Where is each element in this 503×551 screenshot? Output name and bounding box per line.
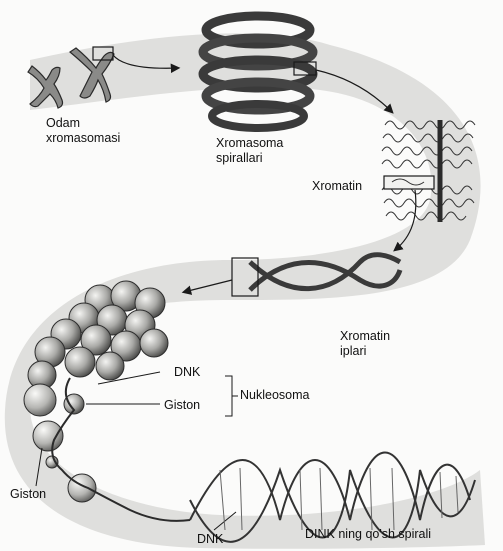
label-human-chromosome: Odam xromasomasi — [46, 116, 120, 146]
label-chromatin-fibers-line1: Xromatin — [340, 329, 390, 344]
label-dna-nucleosome: DNK — [174, 365, 200, 380]
label-chromosome-spirals-line1: Xromasoma — [216, 136, 283, 151]
label-chromatin: Xromatin — [312, 179, 362, 194]
label-dna-bottom: DNK — [197, 532, 223, 547]
label-histone-nucleosome: Giston — [164, 398, 200, 413]
label-chromosome-spirals: Xromasoma spirallari — [216, 136, 283, 166]
label-chromosome-spirals-line2: spirallari — [216, 151, 283, 166]
label-human-chromosome-line2: xromasomasi — [46, 131, 120, 146]
label-nucleosome: Nukleosoma — [240, 388, 309, 403]
label-human-chromosome-line1: Odam — [46, 116, 120, 131]
label-dna-double-helix: DINK ning qo'sh spirali — [305, 527, 431, 542]
label-histone-left: Giston — [10, 487, 46, 502]
label-chromatin-fibers-line2: iplari — [340, 344, 390, 359]
label-chromatin-fibers: Xromatin iplari — [340, 329, 390, 359]
